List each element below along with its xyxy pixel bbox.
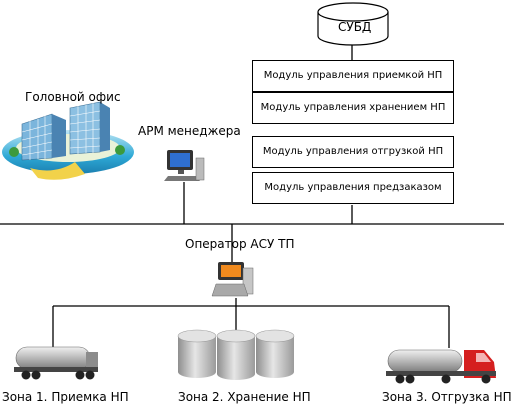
red-tanker-truck-icon	[386, 349, 496, 384]
zone3-label: Зона 3. Отгрузка НП	[382, 390, 512, 404]
storage-tank-icon	[177, 329, 295, 380]
module-receiving: Модуль управления приемкой НП	[252, 60, 454, 92]
manager-workstation-label: АРМ менеджера	[138, 124, 241, 138]
head-office-label: Головной офис	[25, 90, 121, 104]
zone1-label: Зона 1. Приемка НП	[2, 390, 129, 404]
database-cylinder-icon	[317, 2, 389, 46]
connection-lines	[0, 36, 504, 348]
operator-label: Оператор АСУ ТП	[185, 237, 295, 251]
workstation-icon	[164, 150, 205, 181]
tanker-truck-icon	[14, 346, 98, 380]
zone2-label: Зона 2. Хранение НП	[178, 390, 311, 404]
module-preorder: Модуль управления предзаказом	[252, 172, 454, 204]
module-storage: Модуль управления хранением НП	[252, 92, 454, 124]
office-building-icon	[2, 101, 134, 180]
module-shipping: Модуль управления отгрузкой НП	[252, 136, 454, 168]
computer-icon	[211, 262, 254, 297]
dbms-label: СУБД	[338, 20, 372, 34]
